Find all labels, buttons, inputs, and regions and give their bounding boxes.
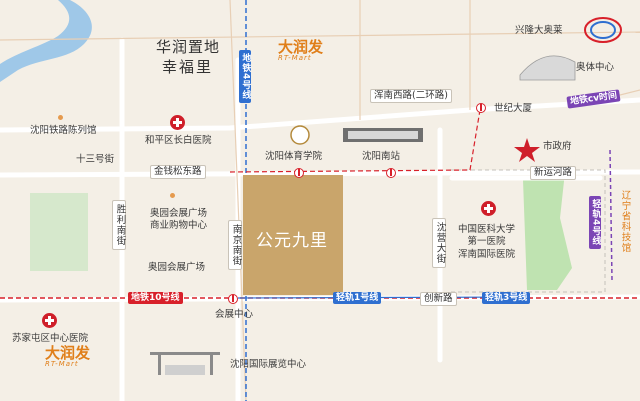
park-left <box>30 193 88 271</box>
heping-hospital-icon <box>170 115 185 130</box>
aoyuan-mall-dot <box>170 193 175 198</box>
cmu-hospital-icon <box>481 201 496 216</box>
metro4-label[interactable]: 地铁4号线 <box>239 50 252 104</box>
rtmart-cn-2: 大润发 <box>45 344 91 362</box>
province-label[interactable]: 辽宁省科技馆 <box>619 190 631 253</box>
rtmart-logo-bottom[interactable]: 大润发 RT-Mart <box>45 346 90 368</box>
railway-museum-dot <box>58 115 63 120</box>
shisanhao-label[interactable]: 十三号街 <box>76 154 115 165</box>
aoyuan-mall-label[interactable]: 奥园会展广场 商业购物中心 <box>150 208 207 233</box>
expo-building <box>150 352 220 375</box>
shiji-station-icon <box>476 103 486 113</box>
expo-label[interactable]: 沈阳国际展览中心 <box>230 359 307 370</box>
south-station-label[interactable]: 沈阳南站 <box>362 151 401 162</box>
south-station-icon <box>386 168 396 178</box>
road-hunnan-w <box>0 97 640 133</box>
project-block[interactable] <box>243 175 343 295</box>
olympic-building <box>519 55 576 81</box>
aoyuan-mall-text: 奥园会展广场 商业购物中心 <box>150 208 208 232</box>
stadium-emblem <box>290 125 310 145</box>
lrt4-route <box>609 149 613 281</box>
lrt1-label[interactable]: 轻轨1号线 <box>333 292 382 305</box>
cmu-hospital-text: 中国医科大学 第一医院 浑南国际医院 <box>458 224 516 260</box>
red-route-top <box>229 109 481 173</box>
road-label-shengli: 胜利南街 <box>112 200 127 250</box>
gov-star <box>514 138 540 162</box>
stadium-label[interactable]: 沈阳体育学院 <box>265 151 323 162</box>
expo-center-station-label[interactable]: 会展中心 <box>215 309 254 320</box>
rtmart-en-2: RT-Mart <box>45 360 79 368</box>
developer-subtitle: 幸福里 <box>162 58 214 76</box>
olympic-label[interactable]: 奥体中心 <box>576 62 615 73</box>
rtmart-logo-top[interactable]: 大润发 RT-Mart <box>278 40 323 62</box>
metro10-label[interactable]: 地铁10号线 <box>128 292 183 305</box>
developer-name: 华润置地 <box>156 38 221 56</box>
xinglong-label[interactable]: 兴隆大奥莱 <box>515 25 563 36</box>
expo-center-station-icon <box>228 294 238 304</box>
rtmart-cn: 大润发 <box>278 38 324 56</box>
road-label-shenying: 沈营大街 <box>432 218 447 268</box>
project-name: 公元九里 <box>256 231 328 251</box>
road-label-jinqian: 金钱松东路 <box>150 165 206 180</box>
road-label-hunnan: 浑南西路(二环路) <box>370 89 452 104</box>
road-label-xinyun: 新运河路 <box>530 166 577 181</box>
cmu-hospital-label[interactable]: 中国医科大学 第一医院 浑南国际医院 <box>458 224 515 261</box>
rtmart-en: RT-Mart <box>278 54 312 62</box>
sujiatun-hospital-icon <box>42 313 57 328</box>
park-right <box>523 172 572 290</box>
stadium-station-icon <box>294 168 304 178</box>
aoyuan-plaza-label[interactable]: 奥园会展广场 <box>148 262 206 273</box>
stadium-logo <box>584 17 622 43</box>
gov-label[interactable]: 市政府 <box>543 141 572 152</box>
railway-museum-label[interactable]: 沈阳铁路陈列馆 <box>30 125 97 136</box>
river <box>0 0 92 82</box>
sujiatun-hospital-label[interactable]: 苏家屯区中心医院 <box>12 333 89 344</box>
road-label-nanjing: 南京南街 <box>228 220 243 270</box>
road-label-chuangxin: 创新路 <box>420 292 457 307</box>
dashed-area <box>450 169 606 293</box>
lrt3-label[interactable]: 轻轨3号线 <box>482 292 531 305</box>
heping-hospital-label[interactable]: 和平区长白医院 <box>145 135 212 146</box>
lrt4-label[interactable]: 轻轨4号线 <box>589 196 602 250</box>
shiji-label[interactable]: 世纪大厦 <box>494 103 533 114</box>
